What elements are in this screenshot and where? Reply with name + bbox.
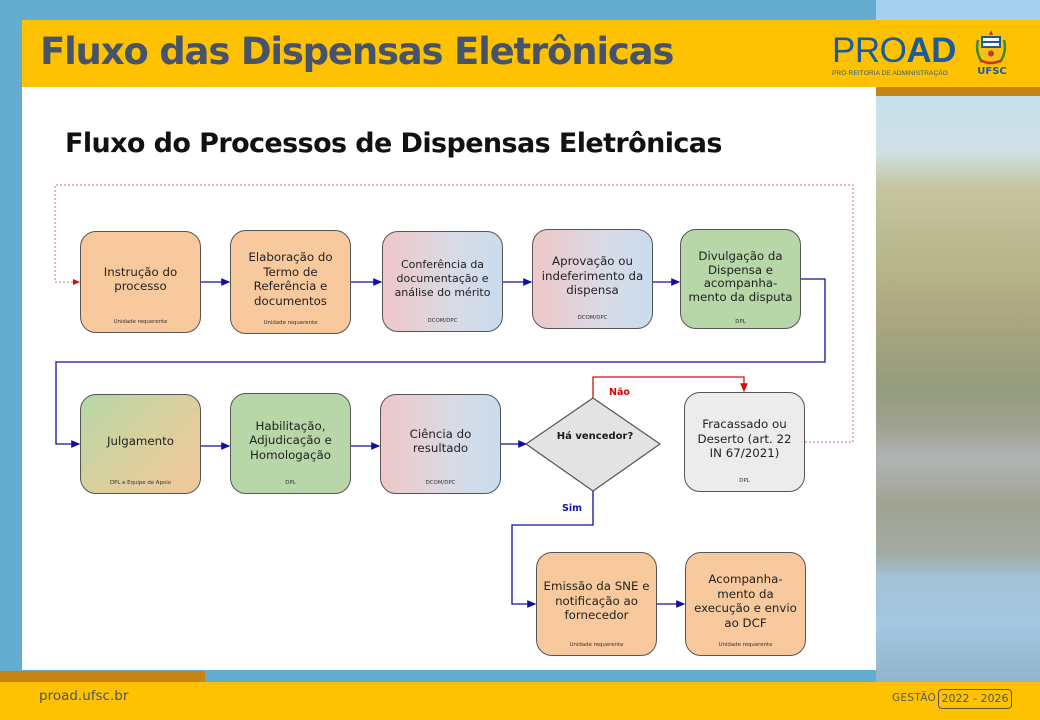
step-text: Habilitação, Adjudicação e Homologação <box>249 418 332 462</box>
decision-yes-label: Sim <box>562 503 582 514</box>
footer-bar <box>0 682 1040 720</box>
connector-nao-fracassado <box>592 376 748 398</box>
step-owner: DPL <box>285 480 296 486</box>
proad-subtitle: PRÓ-REITORIA DE ADMINISTRAÇÃO <box>832 70 948 77</box>
photo-overlay <box>876 92 1040 684</box>
step-owner: DCOM/DPC <box>427 318 458 324</box>
step-owner: Unidade requerente <box>718 642 773 648</box>
footer-term-years: 2022 - 2026 <box>938 689 1012 709</box>
proad-logo: PROAD PRÓ-REITORIA DE ADMINISTRAÇÃO <box>832 33 960 79</box>
step-owner: DPL e Equipe de Apoio <box>110 480 171 486</box>
step-text: Fracassado ou Deserto (art. 22 IN 67/202… <box>697 417 792 461</box>
step-text: Instrução do processo <box>103 264 178 294</box>
footer-website-link[interactable]: proad.ufsc.br <box>39 688 129 704</box>
step-owner: DPL <box>735 319 746 325</box>
step-julgamento[interactable]: Julgamento DPL e Equipe de Apoio <box>80 394 201 494</box>
step-text: Aprovação ou indeferimento da dispensa <box>541 254 644 298</box>
ufsc-crest-icon <box>975 30 1007 65</box>
ufsc-wordmark: UFSC <box>977 66 1007 77</box>
header-title: Fluxo das Dispensas Eletrônicas <box>40 30 674 73</box>
step-owner: Unidade requerente <box>263 320 318 326</box>
connector-divulgacao-julgamento <box>55 278 826 448</box>
proad-wordmark-regular: PRO <box>832 31 907 70</box>
step-text: Elaboração do Termo de Referência e docu… <box>248 250 333 308</box>
proad-wordmark-bold: AD <box>906 31 956 70</box>
logo-underbar <box>836 87 1040 96</box>
step-divulgacao[interactable]: Divulgação da Dispensa e acompanha-mento… <box>680 229 801 329</box>
connector-retry-loop <box>54 184 854 443</box>
decision-no-label: Não <box>609 387 630 398</box>
step-ciencia[interactable]: Ciência do resultado DCOM/DPC <box>380 394 501 494</box>
step-text: Divulgação da Dispensa e acompanha-mento… <box>688 249 793 304</box>
header-bar-extension <box>876 20 1040 87</box>
diagram-title: Fluxo do Processos de Dispensas Eletrôni… <box>65 128 722 159</box>
decision-question: Há vencedor? <box>556 431 634 442</box>
step-text: Ciência do resultado <box>409 426 472 456</box>
header-bar <box>22 20 876 87</box>
step-text: Conferência da documentação e análise do… <box>394 257 491 299</box>
step-text: Emissão da SNE e notificação ao forneced… <box>543 579 650 623</box>
step-owner: Unidade requerente <box>113 319 168 325</box>
step-instrucao[interactable]: Instrução do processo Unidade requerente <box>80 231 201 333</box>
step-owner: DCOM/DPC <box>425 480 456 486</box>
step-text: Julgamento <box>106 433 175 448</box>
footer-accent-bar <box>0 671 205 682</box>
step-owner: Unidade requerente <box>569 642 624 648</box>
decision-diamond <box>524 397 662 492</box>
step-fracassado[interactable]: Fracassado ou Deserto (art. 22 IN 67/202… <box>684 392 805 492</box>
step-conferencia[interactable]: Conferência da documentação e análise do… <box>382 231 503 332</box>
step-habilitacao[interactable]: Habilitação, Adjudicação e Homologação D… <box>230 393 351 494</box>
campus-lake-photo <box>876 92 1040 684</box>
step-owner: DPL <box>739 478 750 484</box>
step-aprovacao[interactable]: Aprovação ou indeferimento da dispensa D… <box>532 229 653 329</box>
step-emissao[interactable]: Emissão da SNE e notificação ao forneced… <box>536 552 657 656</box>
step-elaboracao[interactable]: Elaboração do Termo de Referência e docu… <box>230 230 351 334</box>
step-text: Acompanha-mento da execução e envio ao D… <box>694 572 797 630</box>
connector-sim-emissao <box>511 491 594 608</box>
step-owner: DCOM/DPC <box>577 315 608 321</box>
footer-gestao-label: GESTÃO <box>892 692 937 704</box>
proad-wordmark: PROAD <box>832 33 960 69</box>
step-acompanhamento[interactable]: Acompanha-mento da execução e envio ao D… <box>685 552 806 656</box>
